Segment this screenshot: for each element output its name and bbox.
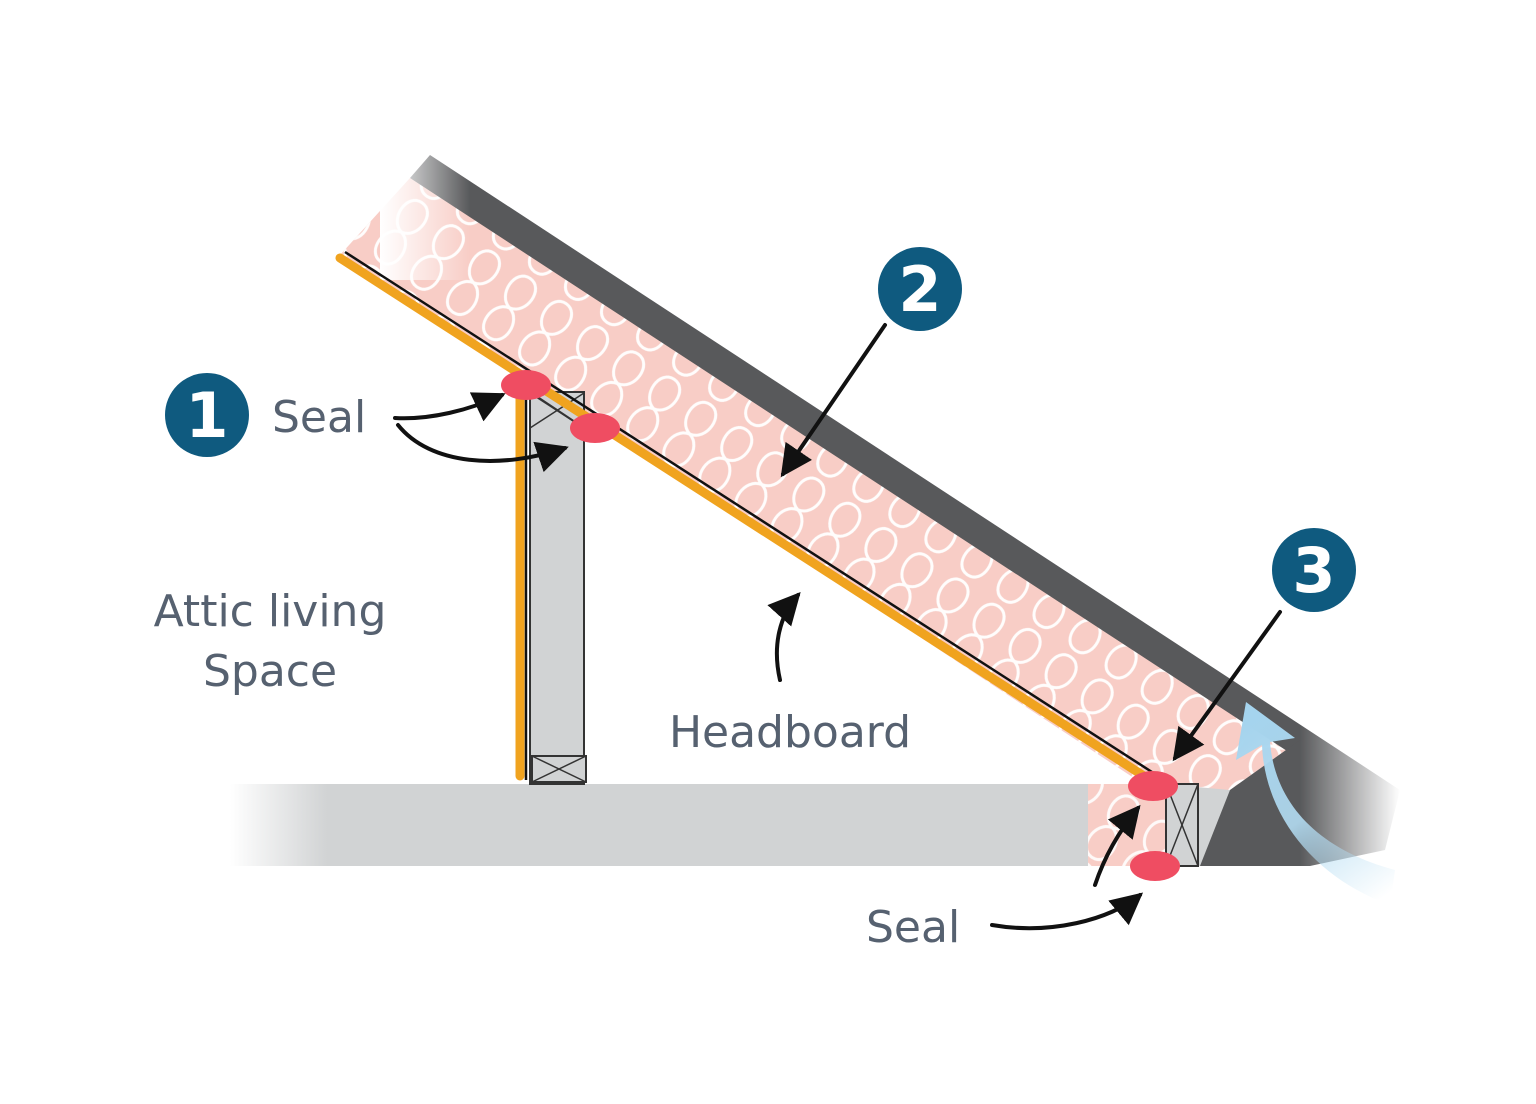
svg-text:1: 1 [185, 379, 228, 452]
knee-wall-stud [529, 376, 585, 785]
seal-point-top-right [570, 413, 620, 443]
arrow-seal-to-top-right [396, 423, 569, 473]
badge-1: 1 [165, 373, 249, 457]
label-attic-line2: Space [203, 646, 337, 697]
badge-3: 3 [1272, 528, 1356, 612]
rim-joist-block [1165, 783, 1199, 867]
svg-text:3: 3 [1292, 534, 1335, 607]
arrow-seal-to-floor [990, 892, 1144, 931]
seal-points [501, 370, 1180, 881]
label-headboard: Headboard [669, 707, 911, 758]
arrow-badge2-to-insulation [780, 323, 887, 478]
arrow-seal-to-top-left [393, 392, 506, 422]
badge-2: 2 [878, 247, 962, 331]
seal-point-floor [1130, 851, 1180, 881]
seal-point-top-left [501, 370, 551, 400]
airflow-arrow [1236, 702, 1395, 905]
label-seal-bottom: Seal [866, 902, 960, 953]
arrow-badge3-to-eave [1172, 610, 1282, 762]
roof-insulation [340, 178, 1300, 790]
headboard-line [335, 250, 1156, 785]
seal-point-eave [1128, 771, 1178, 801]
label-attic-line1: Attic living [154, 586, 387, 637]
label-seal-top: Seal [272, 392, 366, 443]
knee-wall-plate [531, 755, 587, 783]
pointer-arrows [393, 323, 1282, 931]
arrow-headboard [767, 592, 801, 682]
svg-text:2: 2 [898, 253, 941, 326]
arrow-seal-to-eave [1093, 804, 1141, 887]
